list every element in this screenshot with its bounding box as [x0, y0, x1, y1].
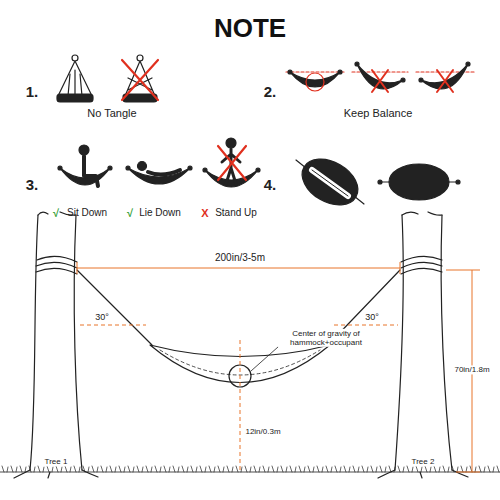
note-caption: Keep Balance — [344, 107, 413, 120]
grass-tuft — [92, 466, 98, 472]
hammock — [77, 270, 400, 387]
grass-tuft — [38, 466, 44, 472]
angle-label: 30° — [93, 312, 111, 322]
cross-mark: X — [201, 207, 208, 220]
grass — [2, 466, 500, 472]
title: NOTE — [214, 13, 286, 44]
grass-tuft — [308, 466, 314, 472]
grass-tuft — [254, 466, 260, 472]
note-caption: No Tangle — [87, 107, 136, 120]
grass-tuft — [389, 466, 395, 472]
grass-tuft — [11, 466, 17, 472]
grass-tuft — [155, 466, 161, 472]
lying-person-icon — [126, 162, 192, 185]
item-number: 4. — [264, 176, 277, 193]
grass-tuft — [488, 466, 494, 472]
grass-tuft — [173, 466, 179, 472]
grass-tuft — [326, 466, 332, 472]
item-number: 2. — [264, 83, 277, 100]
item-number: 3. — [26, 176, 39, 193]
grass-tuft — [353, 466, 359, 472]
dimension-label: 12in/0.3m — [243, 427, 282, 436]
grass-tuft — [245, 466, 251, 472]
balanced-hammock-icon — [286, 70, 344, 91]
grass-tuft — [479, 466, 485, 472]
grass-tuft — [281, 466, 287, 472]
tree-label: Tree 1 — [43, 457, 70, 466]
grass-tuft — [344, 466, 350, 472]
grass-tuft — [425, 466, 431, 472]
dimension-label: 200in/3-5m — [213, 252, 267, 264]
grass-tuft — [398, 466, 404, 472]
grass-tuft — [182, 466, 188, 472]
grass-tuft — [290, 466, 296, 472]
grass-tuft — [164, 466, 170, 472]
grass-tuft — [461, 466, 467, 472]
hammock-top-view-icon — [294, 150, 366, 215]
grass-tuft — [137, 466, 143, 472]
grass-tuft — [110, 466, 116, 472]
standing-person-icon — [203, 138, 260, 187]
note-caption: Stand Up — [215, 207, 257, 219]
check-mark: √ — [53, 207, 59, 220]
note-caption: Sit Down — [67, 207, 107, 219]
grass-tuft — [380, 466, 386, 472]
grass-tuft — [47, 466, 53, 472]
dimension-label: 70in/1.8m — [452, 365, 491, 374]
grass-tuft — [407, 466, 413, 472]
bundled-hammock-icon — [57, 55, 93, 102]
note-caption: Lie Down — [139, 207, 181, 219]
grass-tuft — [101, 466, 107, 472]
tilted-hammock-icon — [416, 62, 474, 92]
grass-tuft — [452, 466, 458, 472]
grass-tuft — [209, 466, 215, 472]
grass-tuft — [497, 466, 500, 472]
grass-tuft — [335, 466, 341, 472]
grass-tuft — [20, 466, 26, 472]
grass-tuft — [443, 466, 449, 472]
tree-label: Tree 2 — [410, 457, 437, 466]
sitting-person-icon — [58, 145, 112, 186]
grass-tuft — [272, 466, 278, 472]
grass-tuft — [128, 466, 134, 472]
hammock-top-view-icon — [378, 164, 460, 200]
item-number: 1. — [26, 83, 39, 100]
grass-tuft — [434, 466, 440, 472]
grass-tuft — [218, 466, 224, 472]
grass-tuft — [317, 466, 323, 472]
grass-tuft — [65, 466, 71, 472]
grass-tuft — [29, 466, 35, 472]
angle-label: 30° — [363, 312, 381, 322]
grass-tuft — [119, 466, 125, 472]
grass-tuft — [362, 466, 368, 472]
grass-tuft — [191, 466, 197, 472]
grass-tuft — [371, 466, 377, 472]
grass-tuft — [416, 466, 422, 472]
dimension-lines — [77, 262, 480, 472]
grass-tuft — [470, 466, 476, 472]
grass-tuft — [2, 466, 8, 472]
grass-tuft — [74, 466, 80, 472]
leader-line — [251, 347, 278, 371]
grass-tuft — [56, 466, 62, 472]
grass-tuft — [146, 466, 152, 472]
grass-tuft — [200, 466, 206, 472]
grass-tuft — [263, 466, 269, 472]
grass-tuft — [299, 466, 305, 472]
tilted-hammock-icon — [352, 62, 408, 92]
grass-tuft — [83, 466, 89, 472]
callout-label: Center of gravity of hammock+occupant — [278, 329, 374, 347]
tree-1 — [14, 212, 98, 478]
grass-tuft — [227, 466, 233, 472]
check-mark: √ — [127, 207, 133, 220]
tangled-hammock-icon — [122, 55, 158, 102]
grass-tuft — [236, 466, 242, 472]
tree-2 — [378, 212, 468, 478]
